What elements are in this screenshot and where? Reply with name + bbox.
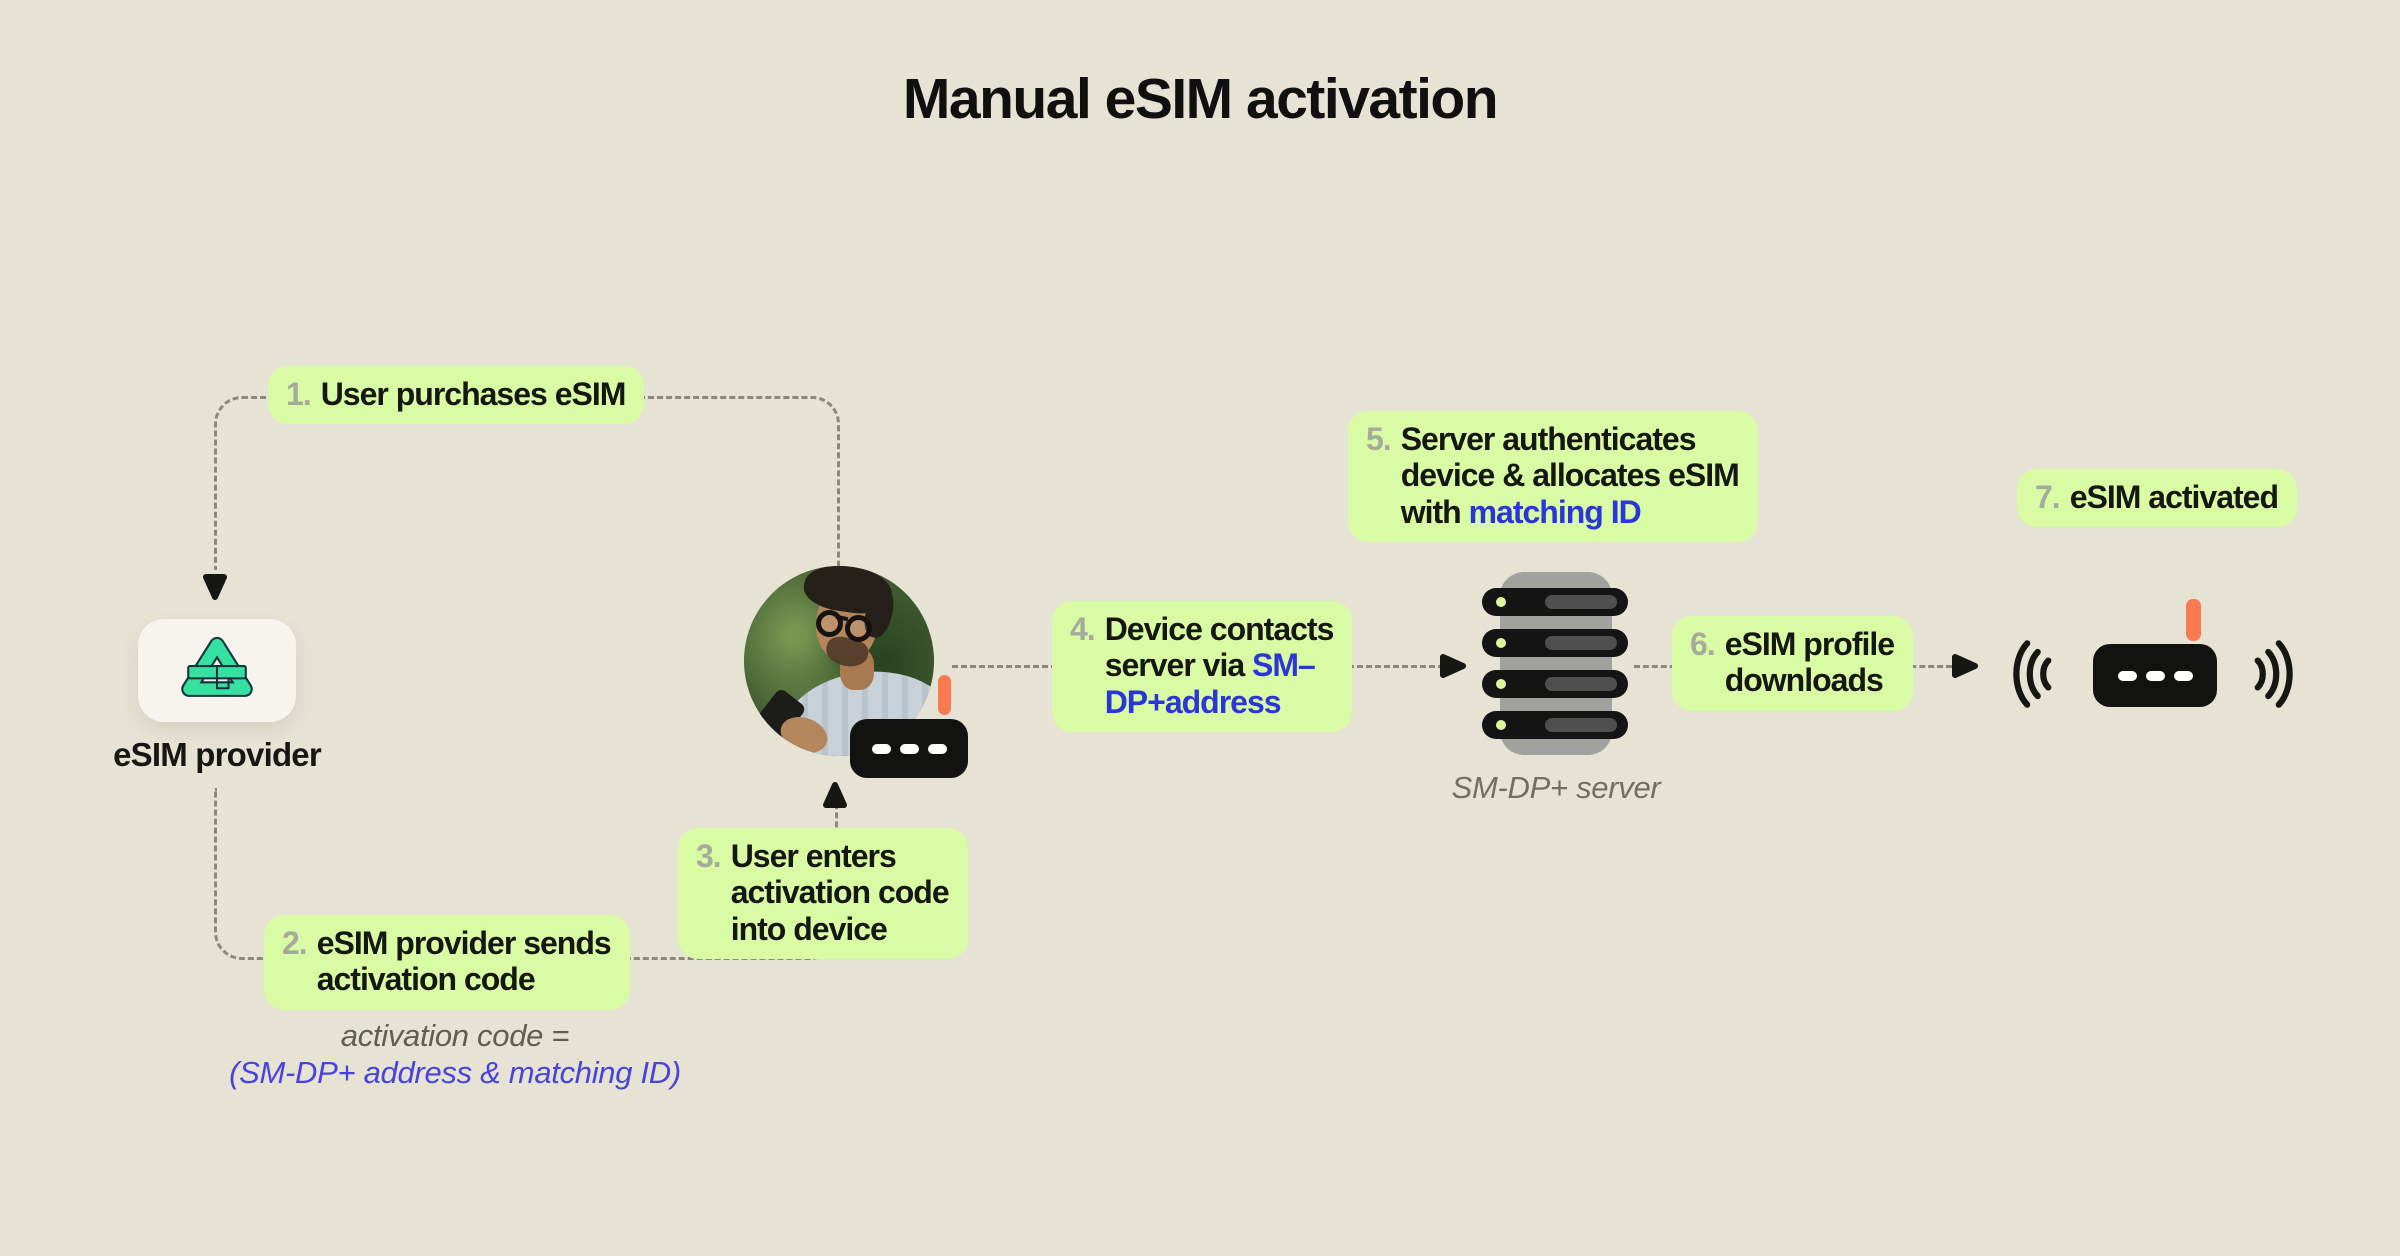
server-rack-bar — [1482, 711, 1628, 739]
step-5-number: 5. — [1366, 421, 1392, 457]
server-rack-bar — [1482, 629, 1628, 657]
server-rack-bar — [1482, 670, 1628, 698]
esim-provider-logo-icon — [181, 636, 253, 697]
step-6-number: 6. — [1690, 626, 1716, 662]
signal-waves-left-icon — [2013, 640, 2052, 708]
step-3-label: 3. User enters activation code into devi… — [678, 828, 968, 960]
step-5-text: Server authenticates — [1400, 421, 1697, 457]
sm-dp-address-highlight: SM– — [1252, 647, 1316, 684]
step-2-text: eSIM provider sends — [316, 925, 612, 961]
esim-provider-card — [138, 619, 296, 722]
step-4-number: 4. — [1070, 611, 1096, 647]
note-line-2: (SM-DP+ address & matching ID) — [229, 1054, 681, 1090]
step-5-label: 5. Server authenticates device & allocat… — [1348, 411, 1758, 543]
step-1-number: 1. — [286, 376, 312, 412]
step-6-label: 6. eSIM profile downloads — [1672, 616, 1914, 711]
glasses-icon — [816, 610, 843, 637]
step-7-text: eSIM activated — [2069, 479, 2279, 515]
step-4-label: 4. Device contacts server via SM– DP+add… — [1052, 601, 1353, 733]
server-rack-bar — [1482, 588, 1628, 616]
server-label: SM-DP+ server — [1451, 770, 1661, 805]
step-1-text: User purchases eSIM — [320, 376, 627, 412]
step-2-label: 2. eSIM provider sends activation code — [264, 915, 630, 1010]
activated-device-icon — [2093, 644, 2217, 707]
page-title: Manual eSIM activation — [902, 67, 1499, 131]
arrow-up-icon — [823, 782, 847, 808]
arrow-right-icon — [1440, 654, 1466, 678]
step-6-text: eSIM profile — [1724, 626, 1895, 662]
step-7-label: 7. eSIM activated — [2017, 469, 2297, 528]
arrow-right-icon — [1952, 654, 1978, 678]
step-1-label: 1. User purchases eSIM — [268, 366, 645, 425]
step-2-number: 2. — [282, 925, 308, 961]
step-4-text: Device contacts — [1104, 611, 1335, 647]
signal-waves-right-icon — [2254, 640, 2293, 708]
device-icon — [850, 719, 968, 778]
arrow-down-icon — [203, 574, 227, 600]
activation-code-note: activation code = (SM-DP+ address & matc… — [205, 1018, 705, 1091]
server-led — [1496, 597, 1506, 607]
antenna-icon — [2186, 599, 2201, 641]
antenna-icon — [938, 675, 951, 715]
esim-provider-label: eSIM provider — [113, 736, 322, 773]
note-line-1: activation code = — [340, 1018, 570, 1053]
step-7-number: 7. — [2035, 479, 2061, 515]
step-3-number: 3. — [696, 838, 722, 874]
step-3-text: User enters — [730, 838, 897, 874]
matching-id-highlight: matching ID — [1468, 493, 1642, 530]
